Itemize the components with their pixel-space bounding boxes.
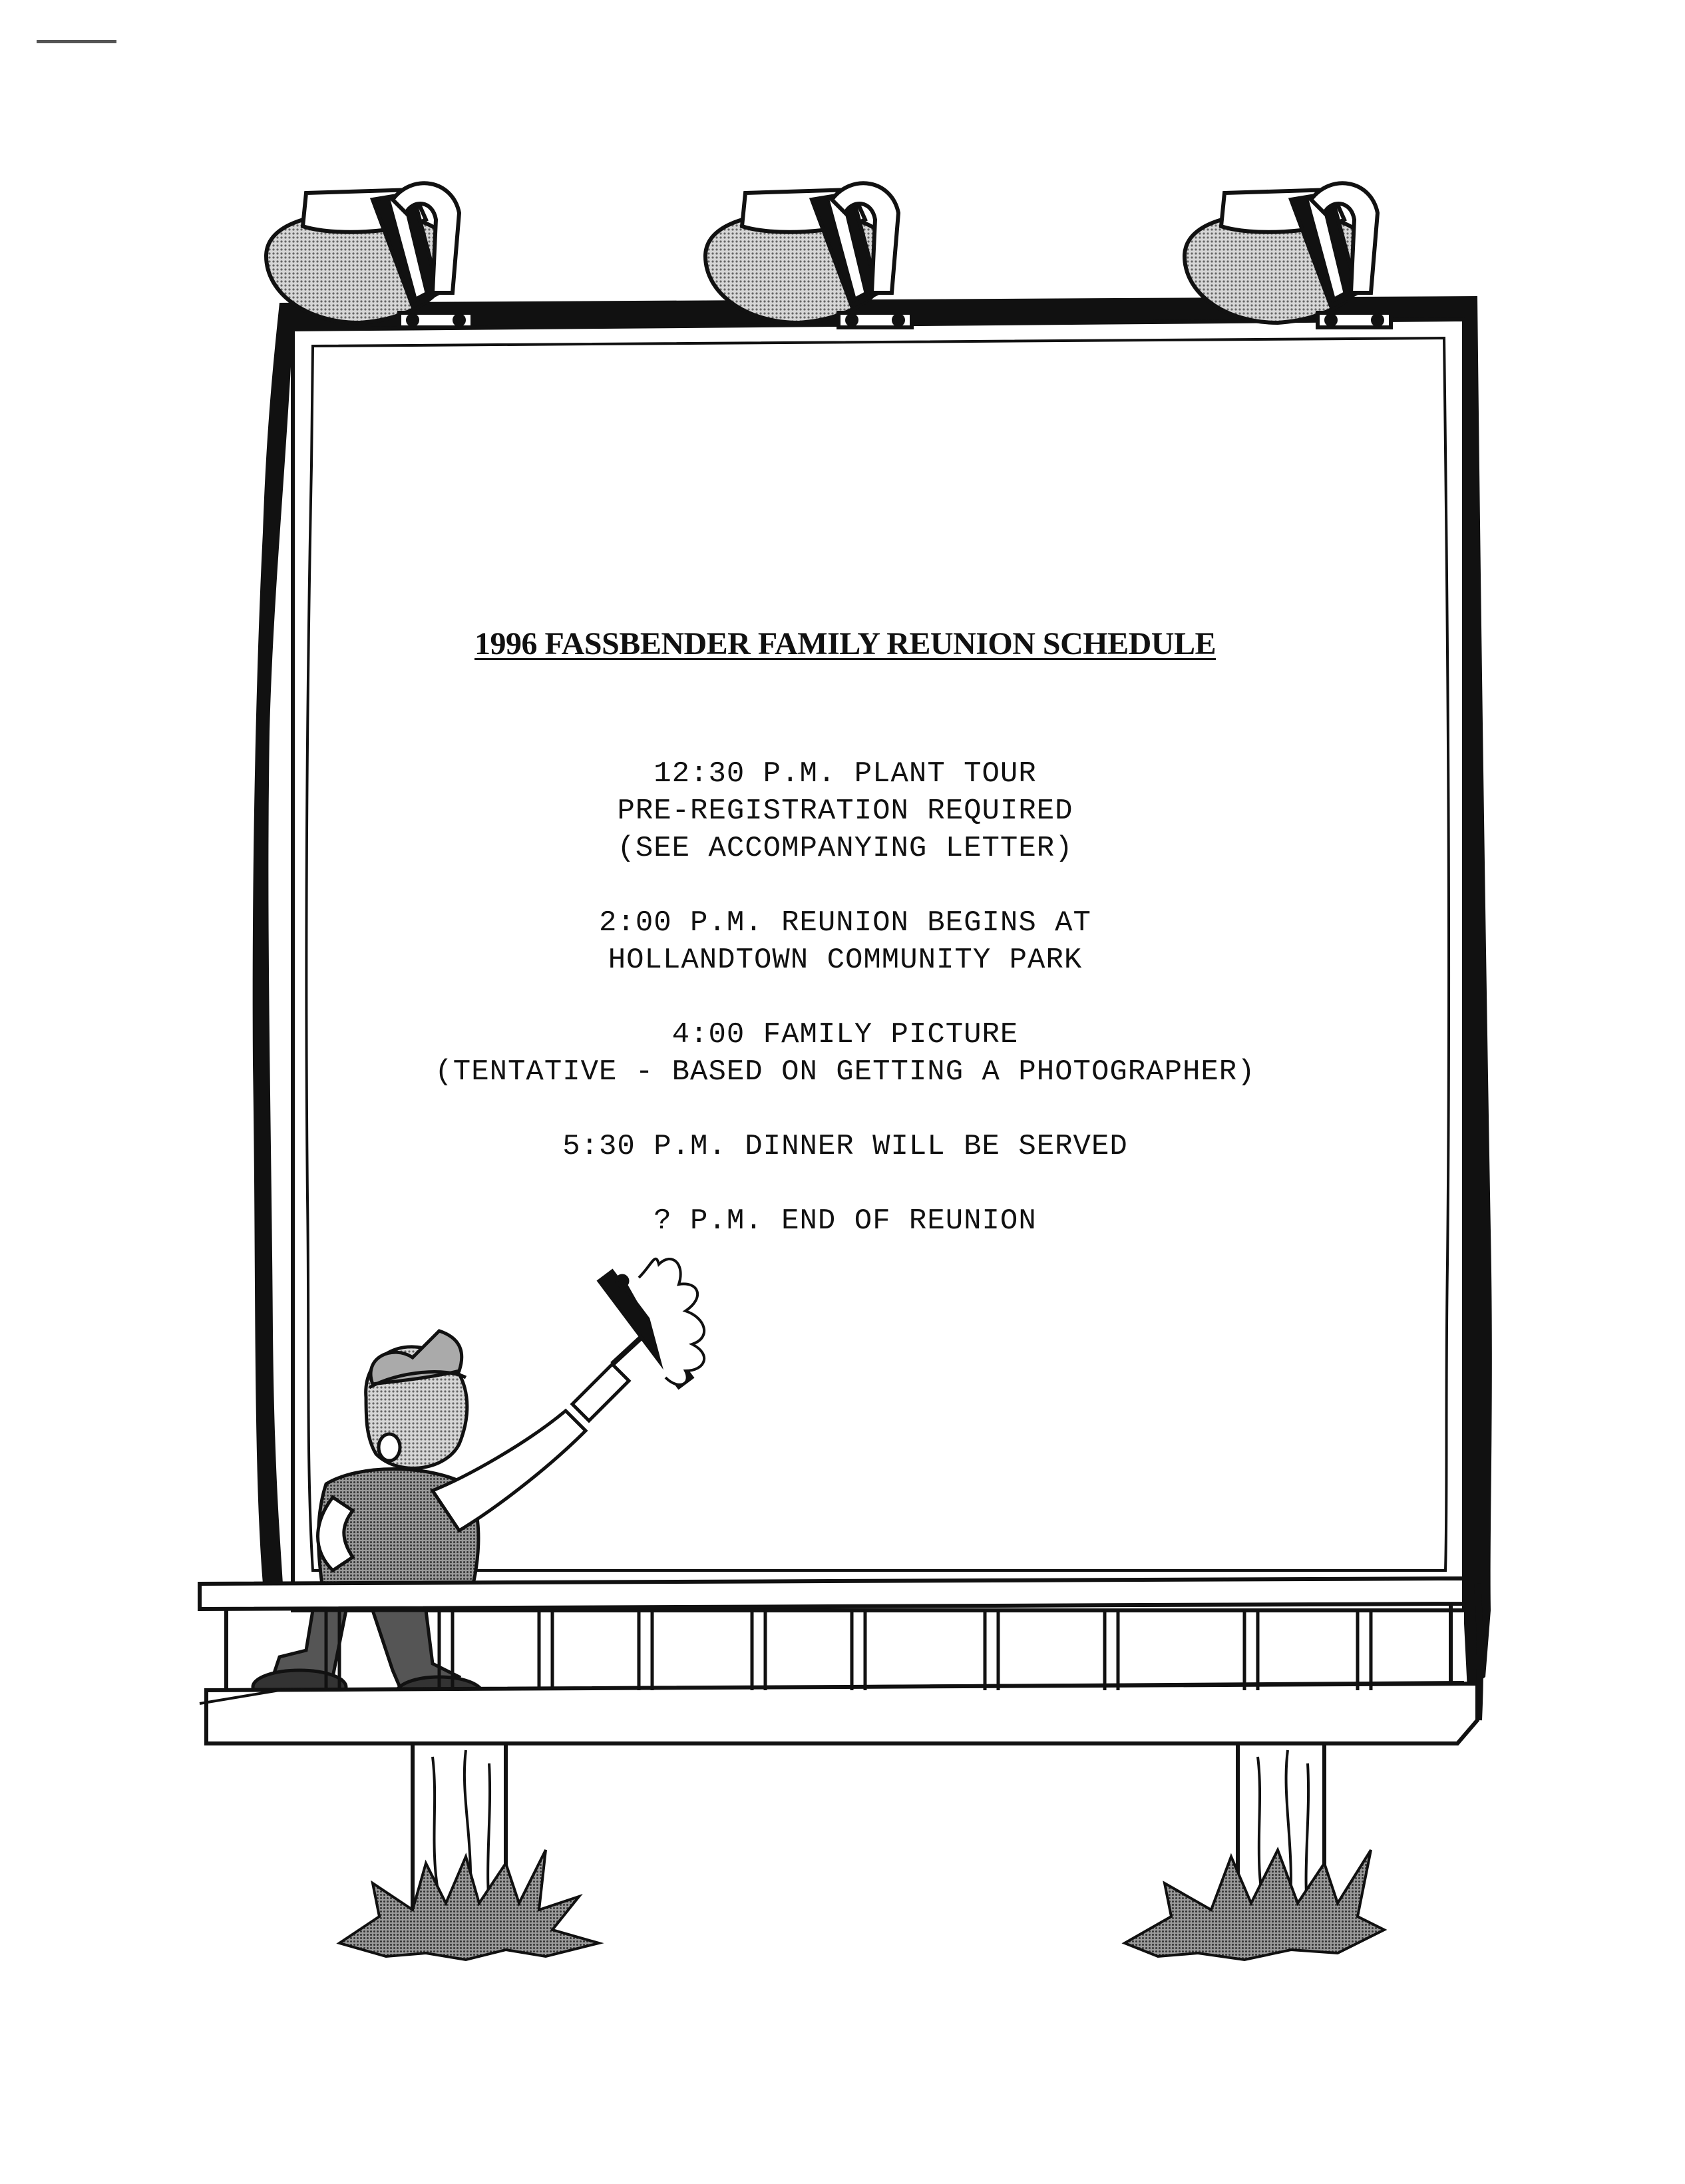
entry-line: 12:30 P.M. PLANT TOUR [654,757,1037,791]
page-title: 1996 FASSBENDER FAMILY REUNION SCHEDULE [474,626,1217,661]
schedule-entry-reunion-begins: 2:00 P.M. REUNION BEGINS AT HOLLANDTOWN … [280,904,1411,979]
spotlight-icon-1 [264,181,474,329]
schedule-entry-family-picture: 4:00 FAMILY PICTURE (TENTATIVE - BASED O… [280,1016,1411,1091]
railing-icon [198,1576,1484,1745]
scan-mark [37,40,116,43]
spotlight-icon-3 [1182,181,1393,329]
entry-line: HOLLANDTOWN COMMUNITY PARK [608,944,1083,977]
entry-line: 5:30 P.M. DINNER WILL BE SERVED [562,1130,1128,1163]
grass-icon-left [336,1849,604,1962]
sign-content: 1996 FASSBENDER FAMILY REUNION SCHEDULE … [280,626,1411,1277]
entry-line: PRE-REGISTRATION REQUIRED [617,795,1073,828]
entry-line: (TENTATIVE - BASED ON GETTING A PHOTOGRA… [435,1055,1256,1089]
schedule-entry-end: ? P.M. END OF REUNION [280,1202,1411,1240]
entry-line: ? P.M. END OF REUNION [654,1204,1037,1238]
entry-line: (SEE ACCOMPANYING LETTER) [617,832,1073,865]
schedule-entry-plant-tour: 12:30 P.M. PLANT TOUR PRE-REGISTRATION R… [280,755,1411,867]
entry-line: 4:00 FAMILY PICTURE [671,1018,1019,1051]
grass-icon-right [1121,1847,1388,1962]
entry-line: 2:00 P.M. REUNION BEGINS AT [599,906,1091,940]
schedule-entry-dinner: 5:30 P.M. DINNER WILL BE SERVED [280,1128,1411,1165]
paint-roller-icon [570,1257,706,1423]
billboard-icon [252,296,1492,1690]
spotlight-icon-2 [703,181,914,329]
